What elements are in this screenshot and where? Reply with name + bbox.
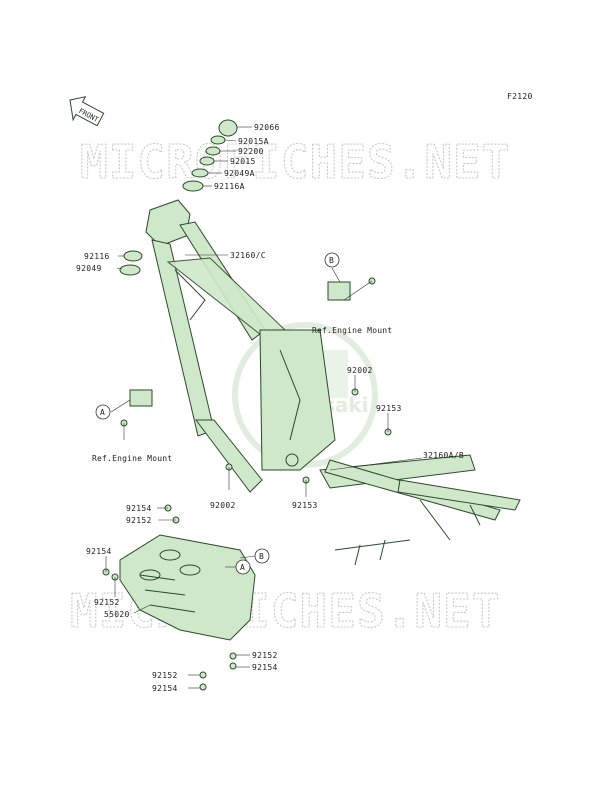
label-55020: 55020 — [104, 610, 130, 619]
svg-text:A: A — [240, 563, 245, 572]
callout-a-skid: A — [235, 559, 251, 575]
bearing-92116A — [182, 180, 204, 192]
callout-a-left: A — [95, 404, 111, 420]
label-92200: 92200 — [238, 147, 264, 156]
label-92152-c: 92152 — [252, 651, 278, 660]
label-32160C: 32160/C — [230, 251, 266, 260]
svg-text:A: A — [100, 408, 105, 417]
seal-92015 — [199, 156, 215, 166]
ref-engine-mount-left: Ref.Engine Mount — [92, 454, 172, 463]
label-92153-right: 92153 — [376, 404, 402, 413]
front-arrow-icon: FRONT — [69, 96, 105, 127]
label-32160AB: 32160A/B — [423, 451, 464, 460]
label-92002-right: 92002 — [347, 366, 373, 375]
ref-engine-mount-right: Ref.Engine Mount — [312, 326, 392, 335]
label-92154-a: 92154 — [126, 504, 152, 513]
label-92154-b: 92154 — [86, 547, 112, 556]
label-92152-d: 92152 — [152, 671, 178, 680]
label-92154-d: 92154 — [152, 684, 178, 693]
label-92116A: 92116A — [214, 182, 245, 191]
skid-plate — [119, 534, 256, 641]
label-92152-a: 92152 — [126, 516, 152, 525]
label-92049: 92049 — [76, 264, 102, 273]
callout-b-top: B — [324, 252, 340, 268]
washer-92200 — [205, 146, 221, 156]
label-92066: 92066 — [254, 123, 280, 132]
main-frame — [129, 199, 521, 566]
cap-92066 — [218, 119, 238, 137]
leader-lines — [105, 126, 423, 689]
label-92116: 92116 — [84, 252, 110, 261]
callout-b-skid: B — [254, 548, 270, 564]
steering-stack — [119, 119, 238, 276]
label-92015: 92015 — [230, 157, 256, 166]
bearing-92116 — [123, 250, 143, 262]
svg-text:B: B — [329, 256, 334, 265]
label-92152-b: 92152 — [94, 598, 120, 607]
seal-92015A — [210, 135, 226, 145]
svg-text:B: B — [259, 552, 264, 561]
ring-92049 — [119, 264, 141, 276]
label-92154-c: 92154 — [252, 663, 278, 672]
diagram-code: F2120 — [507, 92, 533, 101]
watermark-top: MICROFICHES.NET — [80, 135, 510, 189]
label-92002-bottom: 92002 — [210, 501, 236, 510]
label-92015A: 92015A — [238, 137, 269, 146]
ring-92049A — [191, 168, 209, 178]
label-92153-bottom: 92153 — [292, 501, 318, 510]
label-92049A: 92049A — [224, 169, 255, 178]
